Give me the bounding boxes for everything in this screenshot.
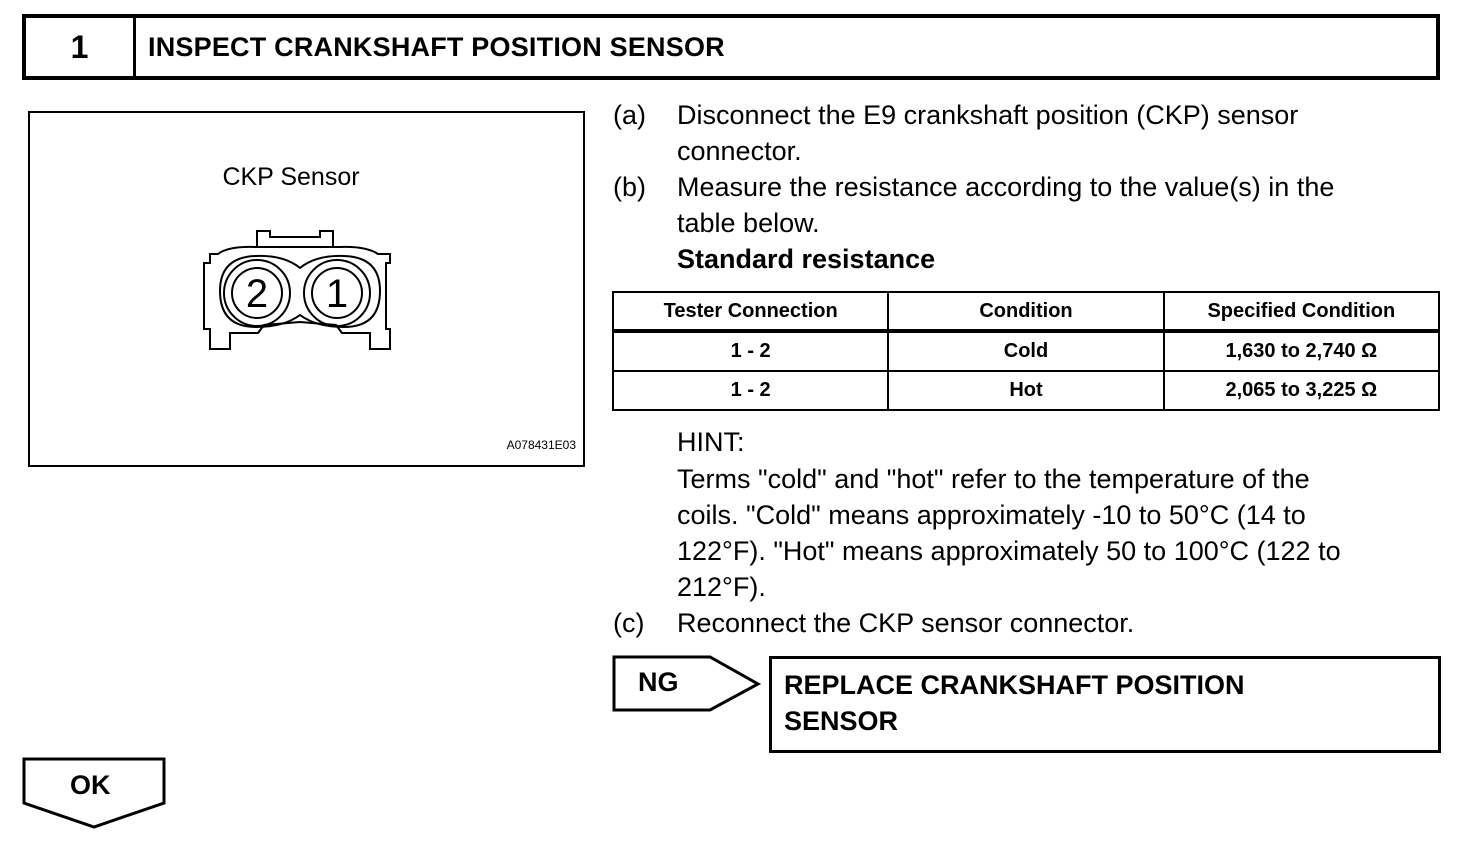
step-c: (c) Reconnect the CKP sensor connector.	[0, 605, 1472, 641]
terminal-1-label: 1	[326, 272, 348, 316]
table-cell: Hot	[887, 370, 1165, 411]
connector-housing	[203, 245, 391, 350]
step-title: INSPECT CRANKSHAFT POSITION SENSOR	[148, 31, 725, 62]
hint-block: HINT: Terms "cold" and "hot" refer to th…	[0, 424, 1472, 604]
hint-line-1: Terms "cold" and "hot" refer to the temp…	[677, 464, 1310, 494]
table-cell: 1,630 to 2,740 Ω	[1162, 330, 1441, 372]
connector-illustration: CKP Sensor 2 1 A078431E03	[28, 111, 585, 467]
step-b-line-2: table below.	[677, 208, 820, 238]
step-a: (a) Disconnect the E9 crankshaft positio…	[0, 97, 1472, 169]
sensor-label: CKP Sensor	[222, 163, 360, 191]
connector-latch	[256, 230, 334, 247]
table-row: 1 - 2 Hot 2,065 to 3,225 Ω	[611, 370, 1441, 411]
terminal-1-outer	[303, 259, 371, 327]
table-header-cell: Tester Connection	[611, 291, 890, 333]
table-header-row: Tester Connection Condition Specified Co…	[611, 291, 1441, 333]
ng-label: NG	[638, 667, 679, 697]
table-header-cell: Specified Condition	[1162, 291, 1441, 333]
standard-resistance-label: Standard resistance	[677, 244, 936, 274]
terminal-2-inner	[231, 267, 283, 319]
step-c-letter: (c)	[613, 608, 645, 638]
step-b: (b) Measure the resistance according to …	[0, 169, 1472, 277]
hint-line-2: coils. "Cold" means approximately -10 to…	[677, 500, 1306, 530]
step-a-line-1: Disconnect the E9 crankshaft position (C…	[677, 100, 1299, 130]
table-header-cell: Condition	[887, 291, 1165, 333]
table-cell: 1 - 2	[611, 330, 890, 372]
ng-result-line-2: SENSOR	[784, 706, 899, 736]
hint-line-4: 212°F).	[677, 572, 766, 602]
step-a-line-2: connector.	[677, 136, 802, 166]
step-header: 1 INSPECT CRANKSHAFT POSITION SENSOR	[22, 14, 1440, 80]
table-row: 1 - 2 Cold 1,630 to 2,740 Ω	[611, 330, 1441, 372]
ok-arrow-icon	[22, 757, 166, 829]
terminal-2-outer	[223, 259, 291, 327]
spec-table: Tester Connection Condition Specified Co…	[611, 291, 1441, 411]
step-b-letter: (b)	[613, 172, 646, 202]
figure-code: A078431E03	[506, 438, 576, 452]
ok-label: OK	[70, 770, 111, 800]
table-cell: 1 - 2	[611, 370, 890, 411]
table-cell: 2,065 to 3,225 Ω	[1162, 370, 1441, 411]
hint-title: HINT:	[677, 427, 745, 457]
step-number: 1	[26, 18, 136, 76]
ng-result-box: REPLACE CRANKSHAFT POSITION SENSOR	[769, 656, 1441, 753]
step-c-line-1: Reconnect the CKP sensor connector.	[677, 608, 1135, 638]
connector-cavity	[218, 254, 382, 329]
table-cell: Cold	[887, 330, 1165, 372]
ng-arrow-icon	[612, 655, 762, 712]
ng-result-line-1: REPLACE CRANKSHAFT POSITION	[784, 670, 1245, 700]
step-b-line-1: Measure the resistance according to the …	[677, 172, 1335, 202]
hint-line-3: 122°F). "Hot" means approximately 50 to …	[677, 536, 1341, 566]
connector-drawing: 2 1	[203, 230, 391, 350]
terminal-1-inner	[311, 267, 363, 319]
terminal-2-label: 2	[246, 272, 268, 316]
step-a-letter: (a)	[613, 100, 646, 130]
